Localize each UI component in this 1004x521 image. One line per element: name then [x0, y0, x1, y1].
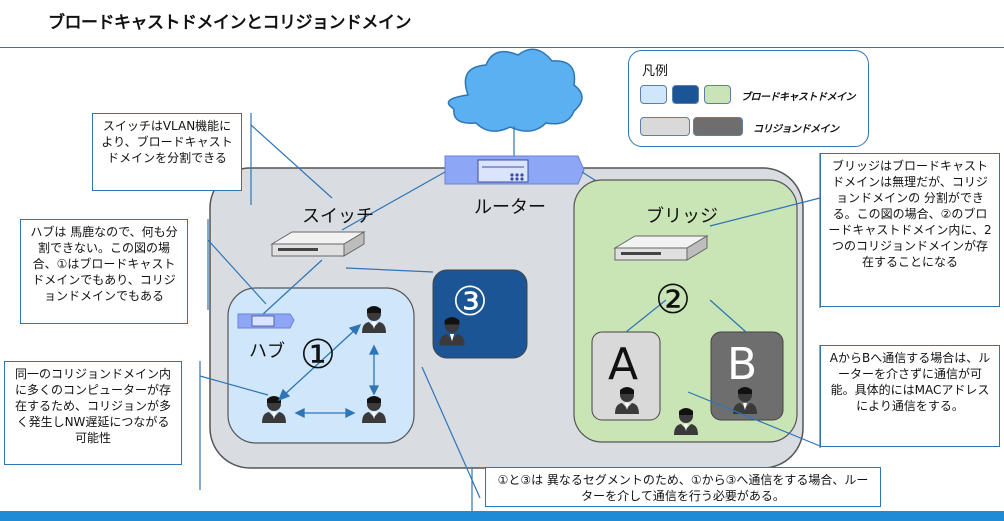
legend: 凡例 ブロードキャストドメイン コリジョンドメイン [628, 50, 869, 147]
legend-swatch-broadcast-green [704, 85, 731, 104]
title-divider [0, 47, 1004, 48]
hub-note-callout: ハブは 馬鹿なので、何も分割できない。この図の場合、①はブロードキャストドメイン… [20, 219, 188, 324]
legend-swatch-broadcast-dark [672, 85, 699, 104]
ab-note-callout: AからBへ通信する場合は、ルーターを介さずに通信が可能。具体的にはMACアドレス… [820, 345, 1000, 447]
collision-note-callout: 同一のコリジョンドメイン内に多くのコンピューターが存在するため、コリジョンが多く… [4, 361, 182, 465]
segment-note-callout: ①と③は 異なるセグメントのため、①から③へ通信をする場合、ルーターを介して通信… [485, 467, 881, 507]
segment-3-marker: ③ [452, 279, 488, 325]
legend-broadcast-label: ブロードキャストドメイン [741, 92, 856, 103]
bottom-bar [0, 511, 1004, 521]
segment-2-marker: ② [655, 277, 691, 323]
router-icon [444, 155, 585, 185]
legend-collision-label: コリジョンドメイン [753, 124, 839, 135]
legend-heading: 凡例 [642, 64, 669, 79]
collision-domain-b [710, 331, 784, 421]
legend-swatch-collision-dark [693, 117, 743, 136]
domain-a-marker: A [608, 339, 639, 390]
bridge-note-callout: ブリッジはブロードキャストドメインは無理だが、コリジョンドメインの 分割ができる… [820, 153, 1000, 307]
hub-icon [237, 313, 295, 329]
switch-label: スイッチ [302, 206, 374, 227]
bridge-icon [614, 235, 708, 261]
segment-1-marker: ① [300, 332, 336, 378]
bridge-label: ブリッジ [646, 206, 718, 227]
router-label: ルーター [474, 197, 546, 218]
cloud-icon [447, 48, 583, 132]
switch-note-callout: スイッチはVLAN機能により、ブロードキャストドメインを分割できる [92, 113, 242, 191]
domain-b-marker: B [727, 339, 758, 390]
legend-swatch-collision-light [640, 117, 690, 136]
switch-icon [271, 231, 365, 257]
hub-label: ハブ [249, 341, 285, 362]
page-title: ブロードキャストドメインとコリジョンドメイン [48, 13, 412, 33]
legend-swatch-broadcast-light [640, 85, 667, 104]
